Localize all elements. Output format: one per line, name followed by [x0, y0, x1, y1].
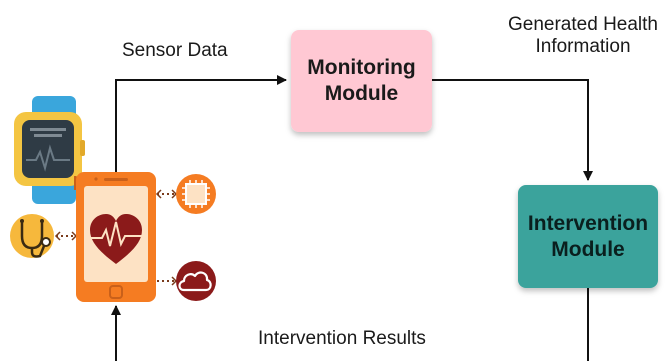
cloud-icon [176, 261, 216, 301]
intervention-module-shape [518, 185, 658, 288]
edge-label-intervention-results: Intervention Results [258, 328, 426, 349]
edge-label-sensor-data: Sensor Data [122, 40, 228, 61]
smartwatch-icon [14, 96, 85, 204]
edge-label-generated-health-information: Generated Health Information [508, 14, 658, 57]
stethoscope-icon [10, 214, 54, 258]
connector-intervention-to-phone [111, 288, 589, 361]
connector-monitoring-to-intervention [432, 79, 593, 181]
monitoring-module-label: Monitoring Module [307, 56, 416, 105]
intervention-module-node: Intervention Module [518, 185, 658, 288]
connector-phone-to-monitoring [115, 75, 287, 172]
monitoring-module-shape [291, 30, 432, 132]
intervention-module-label: Intervention Module [527, 211, 649, 261]
chip-icon [176, 174, 216, 214]
heart-icon [90, 214, 142, 264]
monitoring-module-node: Monitoring Module [291, 30, 432, 132]
